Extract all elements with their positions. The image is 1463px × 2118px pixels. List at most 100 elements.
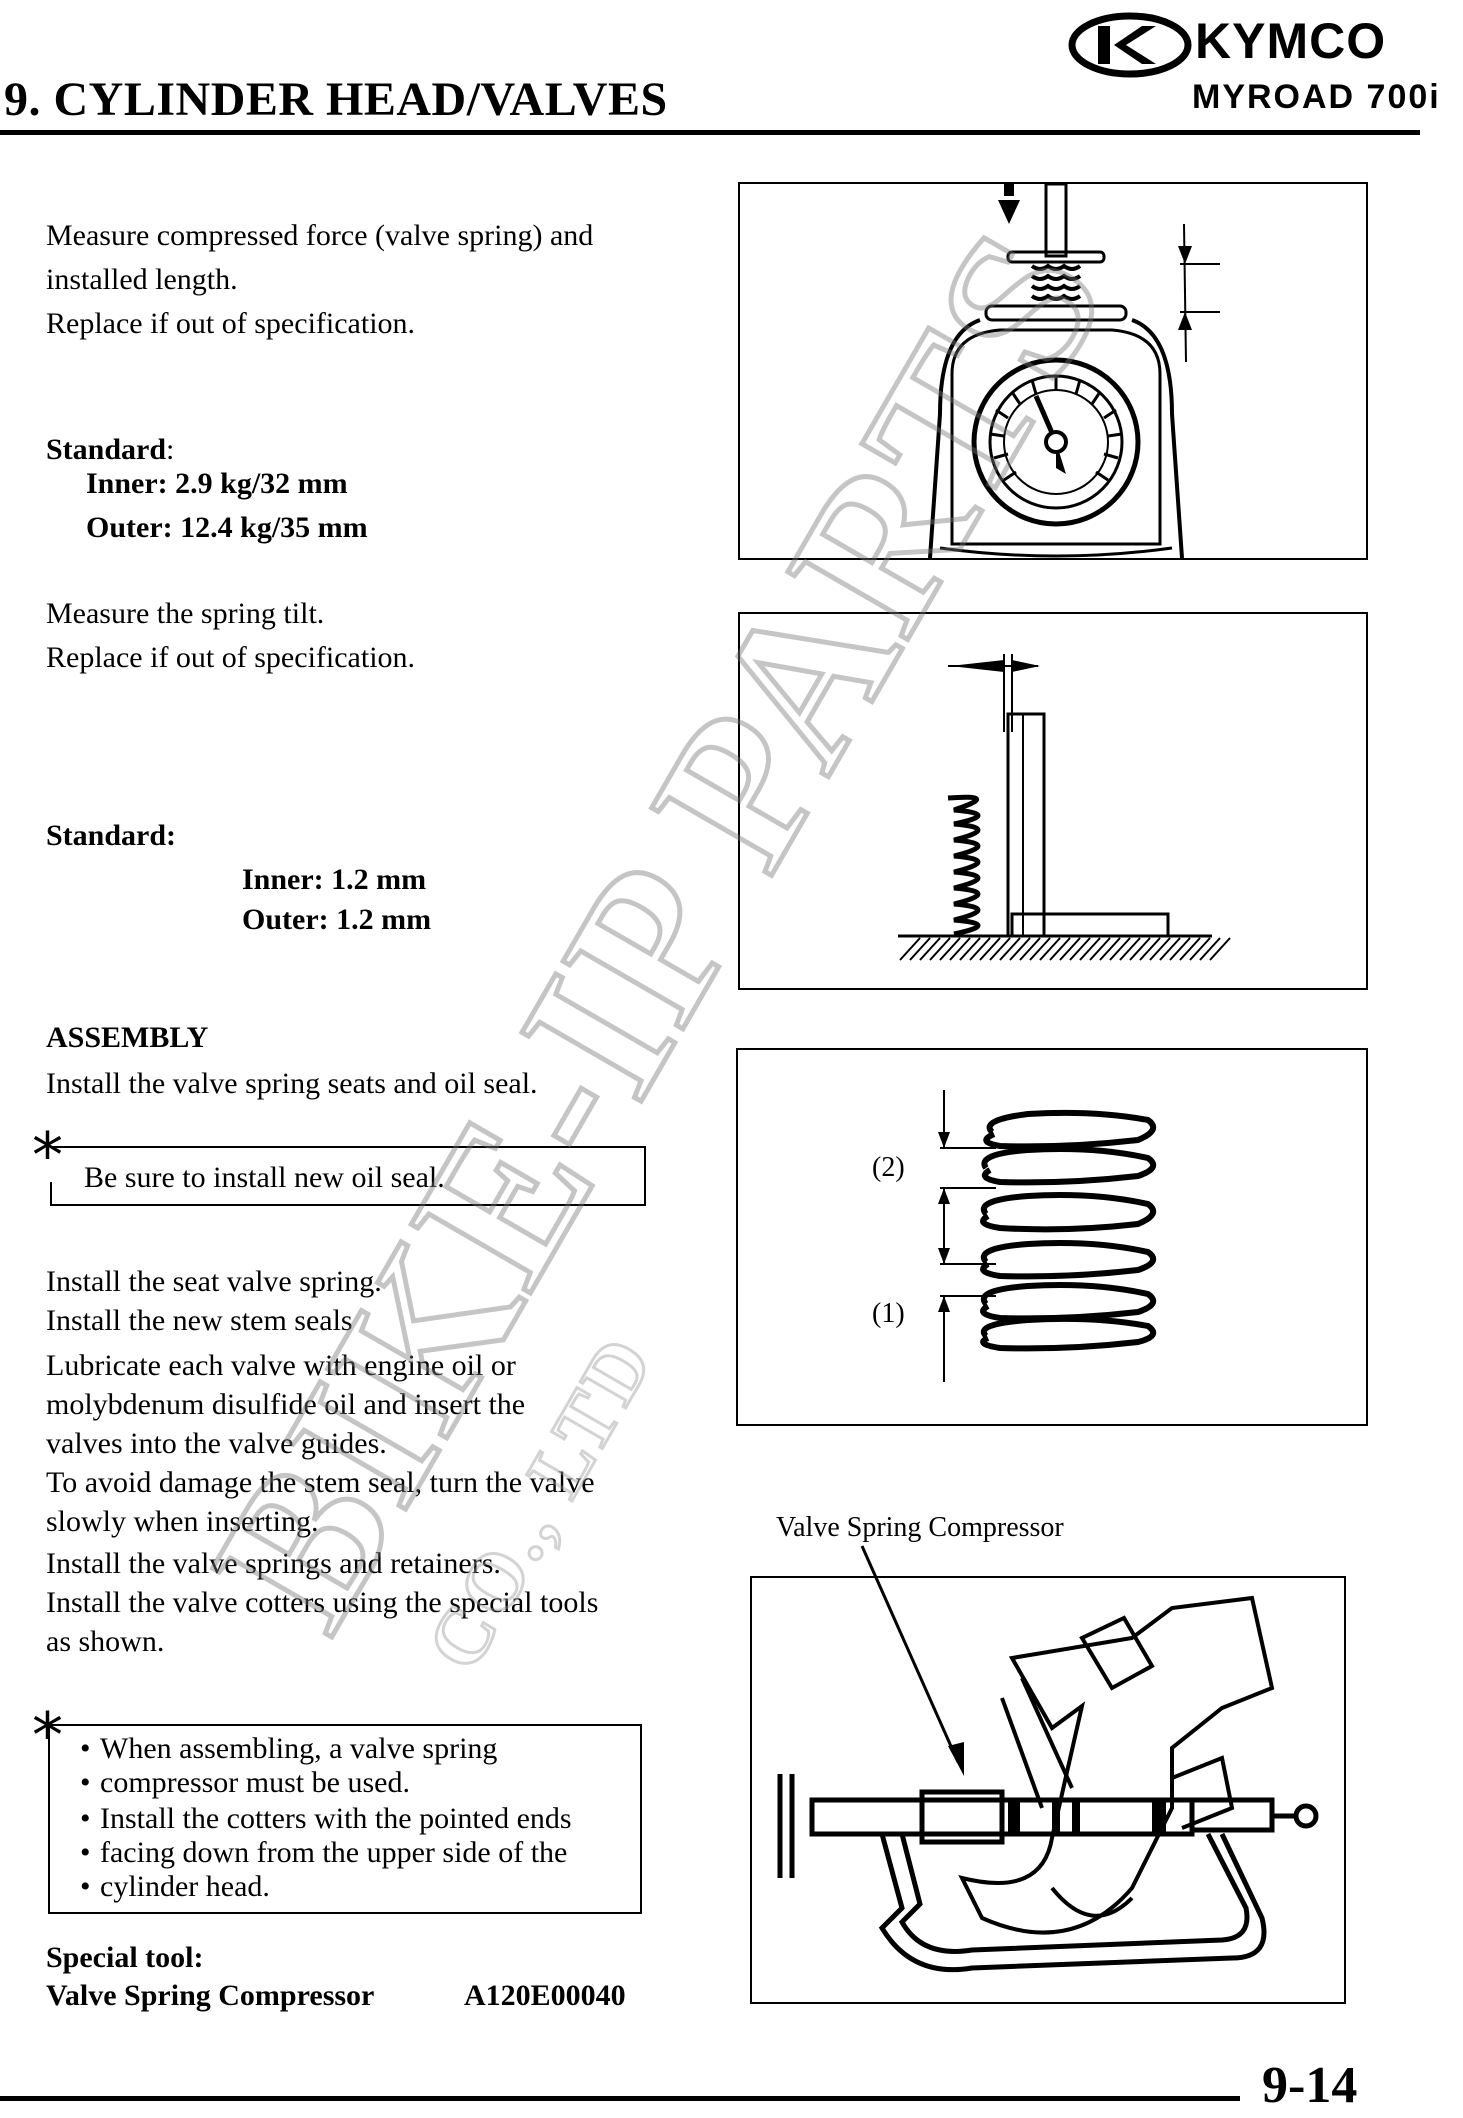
- ground-hatch-line: [1039, 937, 1061, 961]
- ground-hatch-line: [999, 937, 1021, 961]
- text-line: To avoid damage the stem seal, turn the …: [46, 1466, 595, 1499]
- spring-tilt-instructions: Measure the spring tilt. Replace if out …: [46, 592, 415, 680]
- text-line: Replace if out of specification.: [46, 641, 416, 674]
- ground-hatch-line: [1169, 937, 1191, 961]
- text-line: Measure compressed force (valve spring) …: [46, 219, 594, 252]
- ground-hatch-line: [939, 937, 961, 961]
- force-arrow-icon: [998, 200, 1020, 224]
- square-gauge-icon: [1006, 712, 1046, 938]
- ground-hatch-line: [1119, 937, 1141, 961]
- note-box-oil-seal: [50, 1146, 646, 1206]
- ground-hatch-line: [1019, 937, 1041, 961]
- brand-name: KYMCO: [1195, 13, 1387, 69]
- spring-tilt-illustration: [898, 654, 1231, 961]
- text-line: as shown.: [46, 1625, 165, 1658]
- text-line: Install the seat valve spring.: [46, 1265, 382, 1298]
- ground-hatch-line: [1179, 937, 1201, 961]
- ground-hatch-line: [1029, 937, 1051, 961]
- ground-hatch-line: [1109, 937, 1131, 961]
- ground-hatch-line: [989, 937, 1011, 961]
- special-tool-name: Valve Spring Compressor: [46, 1979, 375, 2012]
- assembly-heading: ASSEMBLY: [46, 1021, 209, 1054]
- ground-hatch-line: [1079, 937, 1101, 961]
- compressor-illustration: [777, 1595, 1319, 1973]
- figure-spring-tilt: [738, 612, 1368, 990]
- caption-leader-line: [860, 1545, 964, 1776]
- callout-2-label: (2): [872, 1152, 905, 1183]
- ground-hatch-line: [959, 937, 981, 961]
- standard-tilt-outer: Outer: 1.2 mm: [242, 903, 432, 936]
- install-valve-instructions: Install the seat valve spring. Install t…: [46, 1262, 598, 1661]
- ground-hatch-line: [979, 937, 1001, 961]
- standard-tilt-inner: Inner: 1.2 mm: [242, 863, 427, 896]
- dial-gauge-icon: [971, 357, 1141, 527]
- note-item: When assembling, a valve spring: [80, 1732, 572, 1766]
- note-oil-seal-text: Be sure to install new oil seal.: [84, 1161, 445, 1194]
- text-line: Replace if out of specification.: [46, 307, 416, 340]
- note-box-assembly: When assembling, a valve spring compress…: [48, 1724, 642, 1914]
- page-number: 9-14: [1262, 2057, 1358, 2114]
- ground-hatch-line: [1089, 937, 1111, 961]
- text-line: Lubricate each valve with engine oil or: [46, 1349, 516, 1382]
- ground-hatch-line: [1009, 937, 1031, 961]
- assembly-line: Install the valve spring seats and oil s…: [46, 1067, 538, 1100]
- text-line: Install the new stem seals: [46, 1304, 353, 1337]
- spring-pitch-illustration: (2) (1): [872, 1090, 1157, 1382]
- text-line: installed length.: [46, 263, 238, 296]
- footer-rule: [0, 2096, 1240, 2101]
- ground-hatch-line: [1059, 937, 1081, 961]
- text-line: Measure the spring tilt.: [46, 597, 325, 630]
- ground-hatch-line: [949, 937, 971, 961]
- ground-hatch-line: [1129, 937, 1151, 961]
- standard-label: Standard: [46, 433, 167, 466]
- ground-hatch-line: [969, 937, 991, 961]
- ground-hatch-line: [1049, 937, 1071, 961]
- valve-spring-icon: [980, 1109, 1157, 1352]
- figure-caption-compressor: Valve Spring Compressor: [776, 1512, 1064, 1543]
- figure-valve-spring-compressor: [750, 1576, 1346, 2004]
- note-item-cont: compressor must be used.: [80, 1766, 572, 1800]
- callout-1-label: (1): [872, 1298, 905, 1329]
- text-line: molybdenum disulfide oil and insert the: [46, 1388, 526, 1421]
- text-line: valves into the valve guides.: [46, 1427, 387, 1460]
- ground-hatch-line: [1199, 937, 1221, 961]
- page-title: 9. CYLINDER HEAD/VALVES: [4, 73, 668, 126]
- note-list: When assembling, a valve spring compress…: [80, 1732, 572, 1904]
- standard-tilt-label: Standard:: [46, 819, 177, 852]
- ground-hatch-line: [1069, 937, 1091, 961]
- tilt-spring-icon: [947, 794, 981, 937]
- standard-inner-value: Inner: 2.9 kg/32 mm: [86, 467, 348, 500]
- kymco-logo-icon: [1068, 12, 1192, 78]
- leader-arrow-icon: [948, 1742, 964, 1776]
- ground-hatch-line: [1189, 937, 1211, 961]
- spring-tester-illustration: [928, 184, 1220, 558]
- text-line: Install the valve cotters using the spec…: [46, 1586, 599, 1619]
- test-spring-icon: [1030, 263, 1082, 301]
- ground-hatch-line: [1099, 937, 1121, 961]
- compressor-tool-icon: [777, 1774, 1319, 1973]
- ground-hatch-line: [929, 937, 951, 961]
- note-item: Install the cotters with the pointed end…: [80, 1802, 572, 1836]
- note-item-cont: facing down from the upper side of the: [80, 1836, 572, 1870]
- figure-spring-tester: [738, 182, 1368, 560]
- text-line: Install the valve springs and retainers.: [46, 1547, 501, 1580]
- ground-hatch-line: [899, 937, 921, 961]
- header-rule: [0, 130, 1420, 135]
- spring-force-instructions: Measure compressed force (valve spring) …: [46, 214, 593, 346]
- kymco-logo: [1068, 12, 1192, 83]
- ground-hatch-line: [1159, 937, 1181, 961]
- ground-hatch-line: [1209, 937, 1231, 961]
- ground-hatch-line: [1139, 937, 1161, 961]
- standard-spring-force: Standard: Inner: 2.9 kg/32 mm Outer: 12.…: [46, 428, 368, 550]
- text-line: slowly when inserting.: [46, 1505, 319, 1538]
- special-tool-code: A120E00040: [464, 1979, 626, 2012]
- figure-spring-pitch: (2) (1): [736, 1048, 1368, 1426]
- standard-colon: :: [166, 433, 175, 466]
- ground-hatch-line: [919, 937, 941, 961]
- ground-hatch-line: [1149, 937, 1171, 961]
- standard-outer-value: Outer: 12.4 kg/35 mm: [86, 511, 368, 544]
- cylinder-head-icon: [958, 1595, 1275, 1935]
- ground-hatch-line: [909, 937, 931, 961]
- note-item-cont: cylinder head.: [80, 1870, 572, 1904]
- special-tool-label: Special tool:: [46, 1941, 204, 1974]
